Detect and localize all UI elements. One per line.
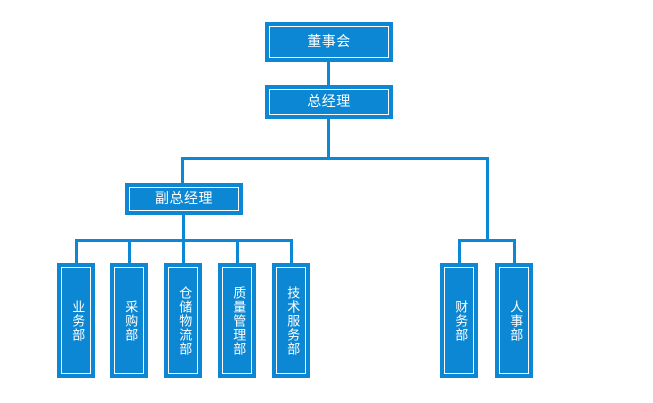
node-general-manager[interactable]: 总经理 [265,85,393,119]
node-deputy-general-manager-label: 副总经理 [155,190,213,207]
node-warehouse-logistics-dept[interactable]: 仓储物流部 [164,263,202,378]
connector-deputy-gm-stem [182,215,185,241]
node-board-inner-border [269,26,389,58]
connector-to-business [75,239,78,264]
node-technical-service-dept-label: 技术服务部 [284,285,300,356]
node-purchasing-dept-label: 采购部 [122,299,138,342]
node-hr-dept-label: 人事部 [507,299,523,342]
node-deputy-general-manager-inner-border [129,187,239,211]
connector-right-branch-stem [486,157,489,241]
connector-board-to-gm [327,62,330,86]
node-warehouse-logistics-dept-label: 仓储物流部 [176,285,192,356]
connector-to-hr [513,239,516,264]
connector-gm-bar [181,157,489,160]
node-warehouse-logistics-dept-inner-border [168,267,198,374]
connector-to-warehouse [182,239,185,264]
node-board[interactable]: 董事会 [265,22,393,62]
node-purchasing-dept-inner-border [114,267,144,374]
node-general-manager-label: 总经理 [307,93,351,110]
node-purchasing-dept[interactable]: 采购部 [110,263,148,378]
connector-to-deputy-gm [181,157,184,184]
node-deputy-general-manager[interactable]: 副总经理 [125,183,243,215]
connector-to-techserv [290,239,293,264]
node-finance-dept-inner-border [444,267,474,374]
node-general-manager-inner-border [269,89,389,115]
connector-to-purchasing [128,239,131,264]
node-business-dept-label: 业务部 [69,299,85,342]
node-hr-dept-inner-border [499,267,529,374]
node-technical-service-dept[interactable]: 技术服务部 [272,263,310,378]
node-technical-service-dept-inner-border [276,267,306,374]
node-quality-management-dept-label: 质量管理部 [230,285,246,356]
connector-gm-stem [327,119,330,159]
node-finance-dept-label: 财务部 [452,299,468,342]
node-finance-dept[interactable]: 财务部 [440,263,478,378]
node-business-dept-inner-border [61,267,91,374]
connector-to-quality [236,239,239,264]
node-quality-management-dept-inner-border [222,267,252,374]
node-board-label: 董事会 [307,33,351,50]
node-quality-management-dept[interactable]: 质量管理部 [218,263,256,378]
connector-to-finance [458,239,461,264]
connector-right-group-bar [458,239,516,242]
node-business-dept[interactable]: 业务部 [57,263,95,378]
node-hr-dept[interactable]: 人事部 [495,263,533,378]
